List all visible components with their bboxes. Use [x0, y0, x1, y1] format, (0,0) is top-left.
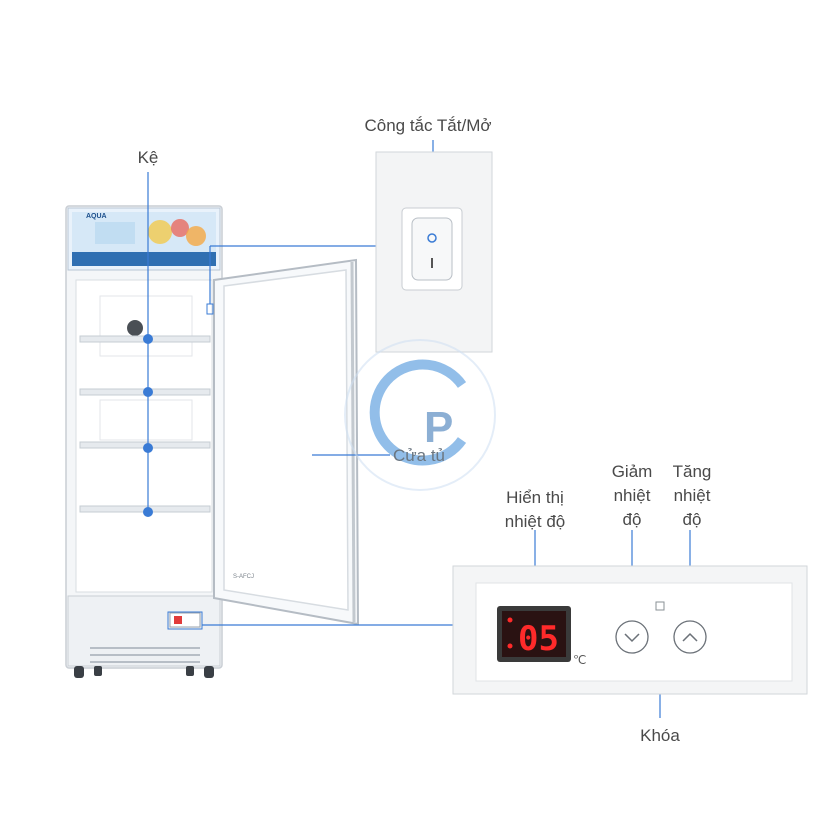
indicator-dot: [507, 643, 513, 649]
label-increase-temperature: Tăng nhiệt độ: [660, 460, 724, 532]
shelf-dot: [143, 443, 153, 453]
watermark-swoosh: [369, 359, 467, 466]
label-line: nhiệt: [613, 486, 651, 505]
increase-button[interactable]: [673, 620, 707, 654]
fridge-interior: [75, 279, 213, 593]
door-badge: S-AFCJ: [233, 574, 254, 580]
label-line: nhiệt độ: [504, 512, 566, 531]
fruit-graphic: [148, 220, 172, 244]
label-decrease-temperature: Giảm nhiệt độ: [600, 460, 664, 532]
label-line: độ: [622, 510, 642, 529]
decrease-button[interactable]: [615, 620, 649, 654]
chevron-up-icon: [682, 632, 698, 642]
back-panel: [99, 399, 193, 441]
caster-wheel: [186, 666, 194, 676]
brand-logo: AQUA: [86, 213, 107, 220]
rocker-switch: [411, 217, 453, 281]
temperature-display-value: 05: [518, 619, 559, 659]
watermark-letter: P: [424, 403, 453, 452]
shelf-dot: [143, 387, 153, 397]
shelf-dot: [143, 507, 153, 517]
mini-display: [174, 616, 182, 624]
watermark-ring: [344, 339, 496, 491]
label-line: độ: [682, 510, 702, 529]
display-screen: [502, 611, 566, 657]
chevron-down-icon: [624, 633, 640, 643]
glass-pane: [223, 269, 349, 611]
label-temperature-display: Hiển thị nhiệt độ: [490, 486, 580, 534]
watermark-logo: P: [344, 339, 496, 491]
caster-wheel: [94, 666, 102, 676]
label-shelf: Kệ: [137, 148, 159, 167]
indicator-dot: [507, 617, 513, 623]
caster-wheel: [204, 666, 214, 678]
label-door: Cửa tủ: [392, 446, 445, 465]
label-lock: Khóa: [640, 726, 680, 745]
lock-icon: [655, 601, 665, 611]
temperature-unit: ℃: [573, 653, 586, 667]
shelf-dot: [143, 334, 153, 344]
shelf-dots: [143, 334, 153, 517]
label-power-switch: Công tắc Tắt/Mở: [364, 116, 492, 135]
label-line: nhiệt: [673, 486, 711, 505]
fridge-header-strip: [72, 252, 216, 266]
label-line: Tăng: [672, 462, 712, 481]
door-handle: [350, 261, 356, 623]
control-marker: [167, 611, 203, 630]
label-line: Giảm: [611, 462, 653, 481]
vent-grille: [90, 647, 200, 663]
fan-icon: [127, 320, 143, 336]
caster-wheel: [74, 666, 84, 678]
power-on-icon: [427, 233, 437, 243]
back-panel: [99, 295, 193, 357]
ice-graphic: [95, 222, 135, 244]
fruit-graphic: [186, 226, 206, 246]
fruit-graphic: [171, 219, 189, 237]
label-line: Hiển thị: [506, 488, 564, 507]
